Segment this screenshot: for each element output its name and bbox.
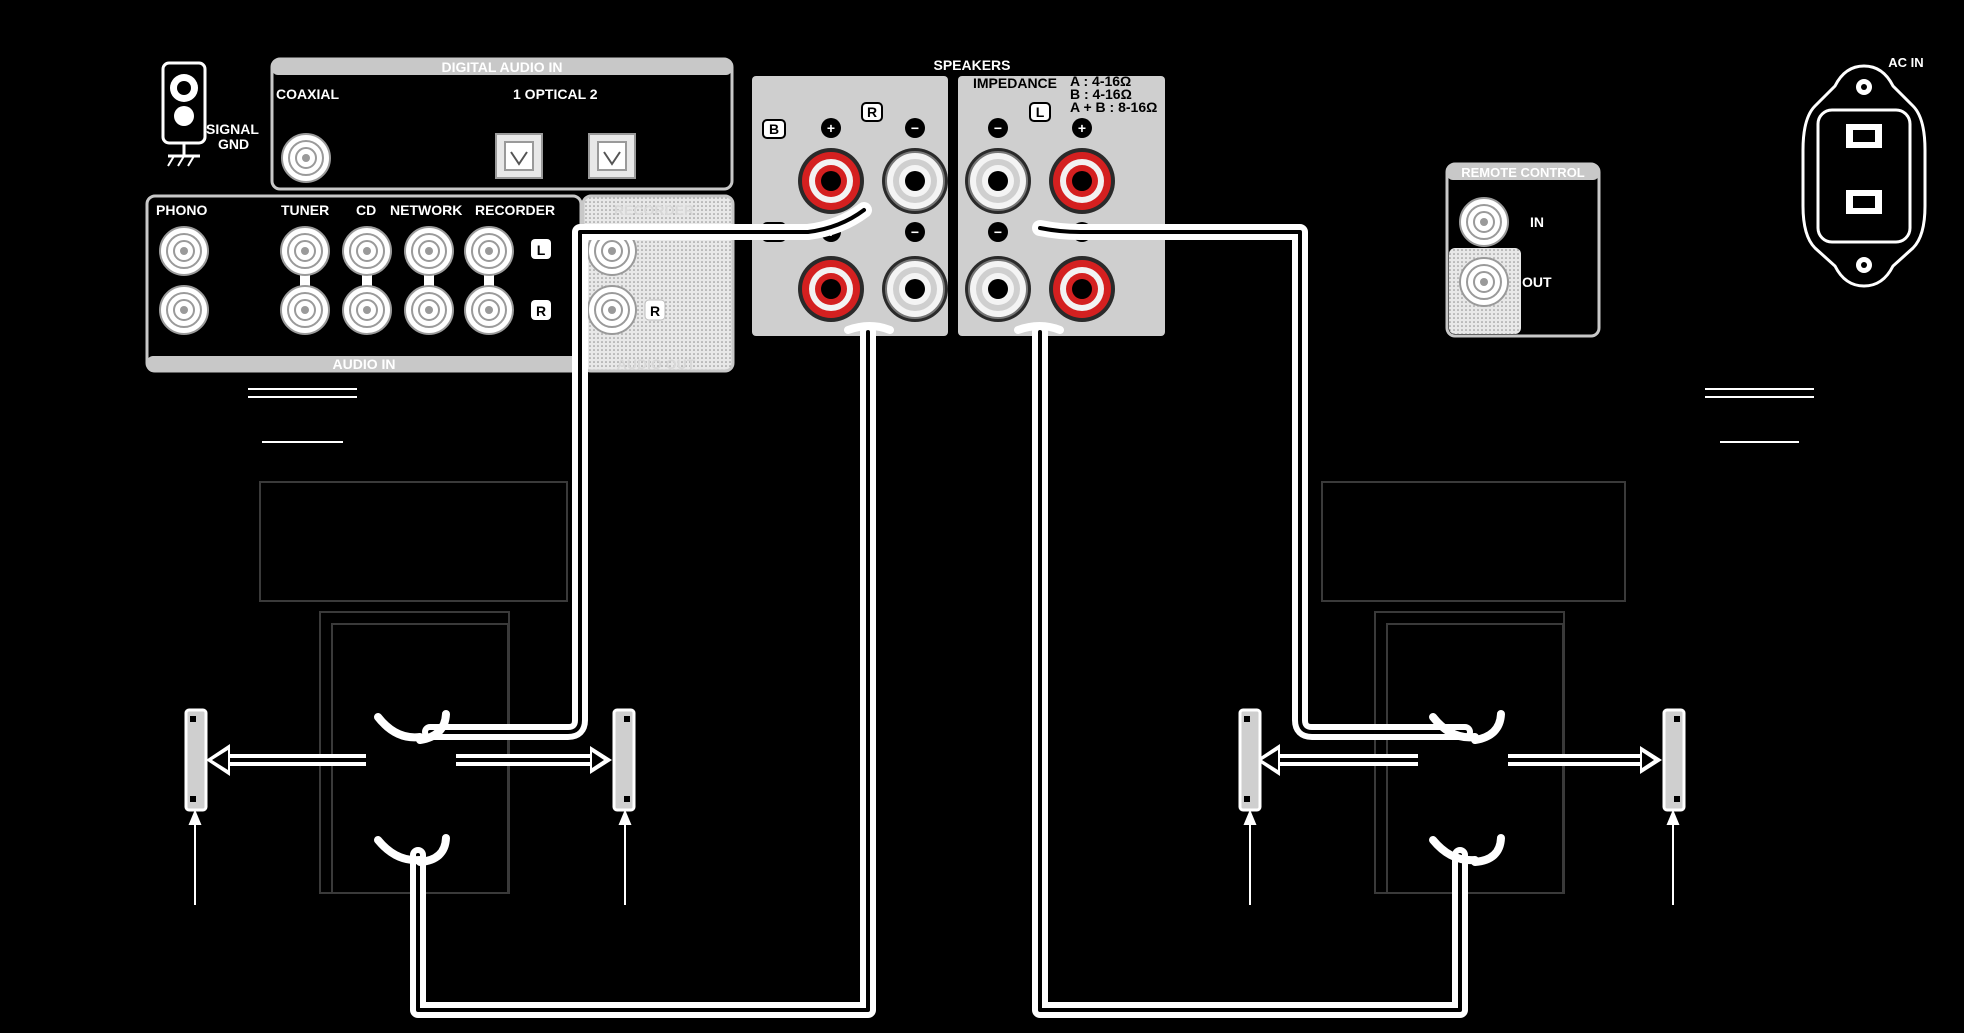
speaker-a-l-plus-terminal[interactable] (1049, 256, 1115, 322)
plus-sign-2: + (1078, 120, 1086, 136)
ac-in-label: AC IN (1888, 55, 1923, 70)
recorder-out-label: RECORDER (614, 202, 694, 218)
speakers-r-label: R (867, 104, 877, 120)
phono-label: PHONO (156, 202, 207, 218)
recorder-in-r-jack[interactable] (464, 285, 514, 335)
remote-out-label: OUT (1522, 274, 1552, 290)
phono-r-jack[interactable] (159, 285, 209, 335)
audio-out-panel (581, 194, 735, 373)
speaker-set-b-label: B (769, 121, 779, 137)
impedance-ab: A + B : 8-16Ω (1070, 99, 1157, 115)
speaker-b-l-minus-terminal[interactable] (964, 147, 1032, 215)
tuner-r-jack[interactable] (280, 285, 330, 335)
signal-gnd-label: SIGNAL (206, 121, 259, 137)
leader-lines (188, 809, 1680, 905)
right-speaker-marks (1321, 388, 1814, 894)
remote-out-jack[interactable] (1459, 257, 1509, 307)
coaxial-jack[interactable] (281, 133, 331, 183)
tuner-label: TUNER (281, 202, 329, 218)
speaker-a-r-minus-terminal[interactable] (881, 255, 949, 323)
phono-l-jack[interactable] (159, 226, 209, 276)
tuner-pair (300, 251, 310, 310)
ch-l-badge-label: L (537, 242, 546, 258)
remote-in-label: IN (1530, 214, 1544, 230)
coaxial-label: COAXIAL (276, 86, 339, 102)
cd-r-jack[interactable] (342, 285, 392, 335)
minus-sign-1: − (911, 120, 919, 136)
ac-inlet[interactable] (1801, 64, 1927, 288)
signal-gnd-terminal[interactable] (161, 61, 207, 167)
minus-sign-2: − (994, 120, 1002, 136)
speaker-a-r-plus-terminal[interactable] (798, 256, 864, 322)
impedance-b: B : 4-16Ω (1070, 86, 1132, 102)
remote-control-panel (1445, 162, 1601, 338)
audio-out-title: AUDIO OUT (617, 356, 696, 372)
speaker-b-l-plus-terminal[interactable] (1049, 148, 1115, 214)
plus-sign-1: + (827, 120, 835, 136)
recorder-in-l-jack[interactable] (464, 226, 514, 276)
recorder-out-r-jack[interactable] (587, 285, 637, 335)
network-l-jack[interactable] (404, 226, 454, 276)
ch-r-badge (531, 300, 551, 320)
signal-gnd-label-2: GND (218, 136, 249, 152)
audio-in-title: AUDIO IN (333, 356, 396, 372)
speaker-a-l-minus-terminal[interactable] (964, 255, 1032, 323)
impedance-a: A : 4-16Ω (1070, 73, 1131, 89)
digital-audio-in-title: DIGITAL AUDIO IN (441, 59, 562, 75)
optical-2-jack[interactable] (588, 133, 636, 179)
speakers-title: SPEAKERS (933, 57, 1010, 73)
ch-l-badge (531, 239, 551, 259)
remote-in-jack[interactable] (1459, 197, 1509, 247)
speaker-b-r-minus-terminal[interactable] (881, 147, 949, 215)
out-ch-r-label: R (650, 303, 660, 319)
network-r-jack[interactable] (404, 285, 454, 335)
recorder-in-label: RECORDER (475, 202, 555, 218)
arrows (206, 744, 1662, 776)
speakers-l-label: L (1036, 104, 1045, 120)
speaker-cables (410, 202, 1473, 1018)
left-speaker-marks (248, 388, 568, 894)
minus-sign-3: − (911, 224, 919, 240)
ch-r-badge-label: R (536, 303, 546, 319)
optical-1-jack[interactable] (495, 133, 543, 179)
speaker-b-r-plus-terminal[interactable] (798, 148, 864, 214)
network-label: NETWORK (390, 202, 462, 218)
cd-label: CD (356, 202, 376, 218)
minus-sign-4: − (994, 224, 1002, 240)
remote-control-title: REMOTE CONTROL (1461, 165, 1585, 180)
speaker-terminal-cups (374, 710, 1505, 866)
cd-l-jack[interactable] (342, 226, 392, 276)
optical-label: 1 OPTICAL 2 (513, 86, 598, 102)
impedance-label: IMPEDANCE (973, 75, 1057, 91)
tuner-l-jack[interactable] (280, 226, 330, 276)
